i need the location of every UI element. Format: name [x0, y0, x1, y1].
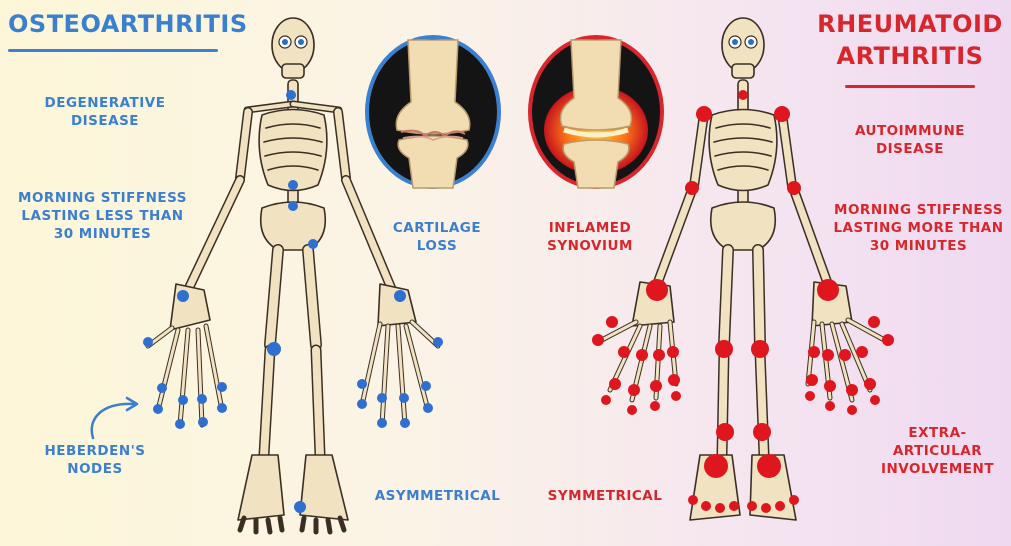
skull-eyes	[278, 35, 308, 49]
left-fact-stiffness: MORNING STIFFNESS LASTING LESS THAN 30 M…	[18, 190, 187, 243]
left-title-underline	[8, 49, 218, 52]
inflamed-synovium-label: INFLAMED SYNOVIUM	[547, 220, 633, 255]
extra-articular-label: EXTRA- ARTICULAR INVOLVEMENT	[880, 425, 995, 478]
inflamed-synovium-knee	[528, 35, 664, 189]
right-title: RHEUMATOID ARTHRITIS	[817, 10, 1003, 71]
oa-affected-joints	[143, 90, 443, 513]
symmetrical-label: SYMMETRICAL	[547, 488, 663, 504]
left-title: OSTEOARTHRITIS	[8, 10, 248, 38]
right-title-underline	[845, 85, 975, 88]
left-fact-degenerative: DEGENERATIVE DISEASE	[44, 95, 166, 130]
ra-affected-joints	[592, 90, 894, 513]
cartilage-loss-knee	[365, 35, 501, 189]
heberdens-nodes-label: HEBERDEN'S NODES	[44, 443, 146, 478]
right-fact-autoimmune: AUTOIMMUNE DISEASE	[854, 123, 966, 158]
pointer-arrow-icon	[90, 396, 139, 440]
cartilage-loss-label: CARTILAGE LOSS	[392, 220, 482, 255]
right-fact-stiffness: MORNING STIFFNESS LASTING MORE THAN 30 M…	[833, 202, 1004, 255]
asymmetrical-label: ASYMMETRICAL	[374, 488, 501, 504]
